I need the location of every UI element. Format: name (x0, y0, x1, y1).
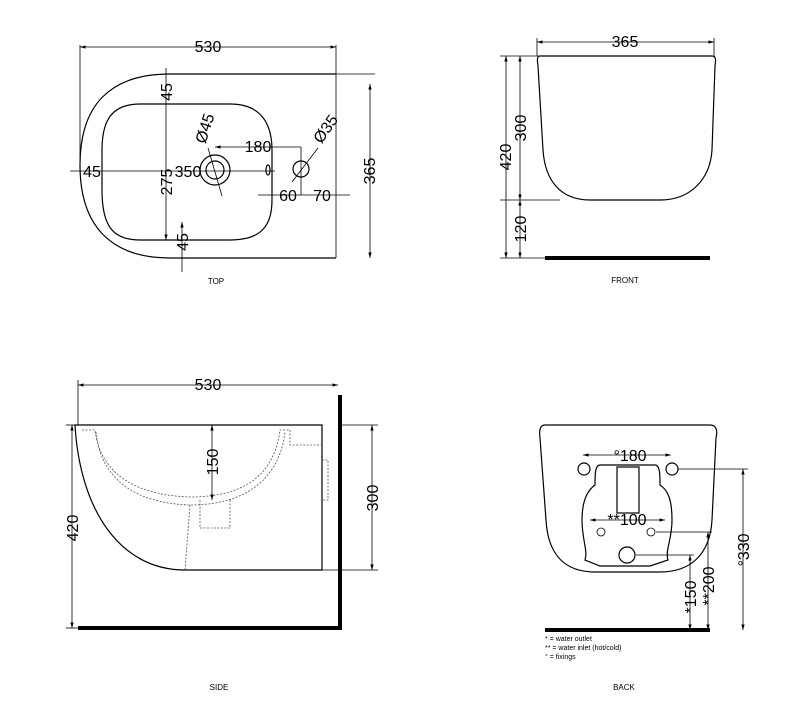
front-view-label: FRONT (611, 276, 639, 285)
dim-back-fixings-height: °330 (736, 533, 753, 566)
top-view: 530 365 45 275 45 45 350 180 Ø45 Ø35 60 … (70, 39, 379, 286)
side-outline (74, 424, 323, 571)
fixing-hole-right (665, 462, 679, 476)
dim-top-tap-to-back: 70 (313, 188, 331, 205)
back-legend: * = water outlet ** = water inlet (hot/c… (545, 636, 621, 661)
fixing-hole-left (577, 462, 591, 476)
side-bowl-hidden (82, 429, 329, 571)
overflow-slot (265, 164, 271, 176)
dim-side-length: 530 (195, 377, 222, 394)
back-outline (539, 424, 718, 573)
water-outlet (618, 546, 636, 564)
dim-top-tap-offset: 60 (279, 188, 297, 205)
dim-back-inlet-spacing: **100 (607, 512, 646, 529)
dim-top-rim-front: 45 (175, 233, 192, 251)
dim-back-outlet-height: *150 (683, 580, 700, 613)
back-recess (581, 464, 673, 567)
outlet-circle (199, 154, 231, 186)
outlet-inner-circle (205, 160, 225, 180)
side-view-label: SIDE (210, 683, 229, 692)
front-outline (536, 55, 717, 201)
top-view-label: TOP (208, 277, 224, 286)
dim-side-body-height: 300 (365, 485, 382, 512)
dim-side-bowl-depth: 150 (205, 449, 222, 476)
dim-front-height-total: 420 (498, 144, 515, 171)
dim-top-bowl-width: 275 (159, 169, 176, 196)
dim-front-floor-gap: 120 (513, 216, 530, 243)
top-bowl (101, 103, 273, 241)
dim-top-bowl-length: 350 (175, 164, 202, 181)
dim-top-rim-back: 45 (159, 83, 176, 101)
dim-top-tap-dia: Ø35 (311, 112, 342, 147)
dim-back-fixings-spacing: °180 (613, 448, 646, 465)
inlet-left (596, 527, 606, 537)
dim-top-outlet-dia: Ø45 (193, 112, 219, 146)
back-view: °180 **100 °330 **200 *150 * = water out… (539, 424, 753, 692)
legend-water-outlet: * = water outlet (545, 636, 592, 643)
back-view-label: BACK (613, 683, 635, 692)
legend-water-inlet: ** = water inlet (hot/cold) (545, 645, 621, 652)
dim-top-width: 530 (195, 39, 222, 56)
side-view: 530 420 300 150 SIDE (65, 377, 382, 692)
top-outline (79, 73, 336, 259)
front-view: 365 420 300 120 FRONT (498, 34, 717, 285)
dim-front-body-height: 300 (513, 115, 530, 142)
back-bracket (616, 466, 640, 514)
dim-top-rim-side: 45 (83, 164, 101, 181)
legend-fixings: ° = fixings (545, 653, 576, 661)
dim-front-width: 365 (612, 34, 639, 51)
inlet-right (646, 527, 656, 537)
dim-side-height-total: 420 (65, 515, 82, 542)
dim-top-depth: 365 (362, 158, 379, 185)
dim-back-inlet-height: **200 (701, 566, 718, 605)
dim-top-outlet-to-tap: 180 (245, 139, 272, 156)
